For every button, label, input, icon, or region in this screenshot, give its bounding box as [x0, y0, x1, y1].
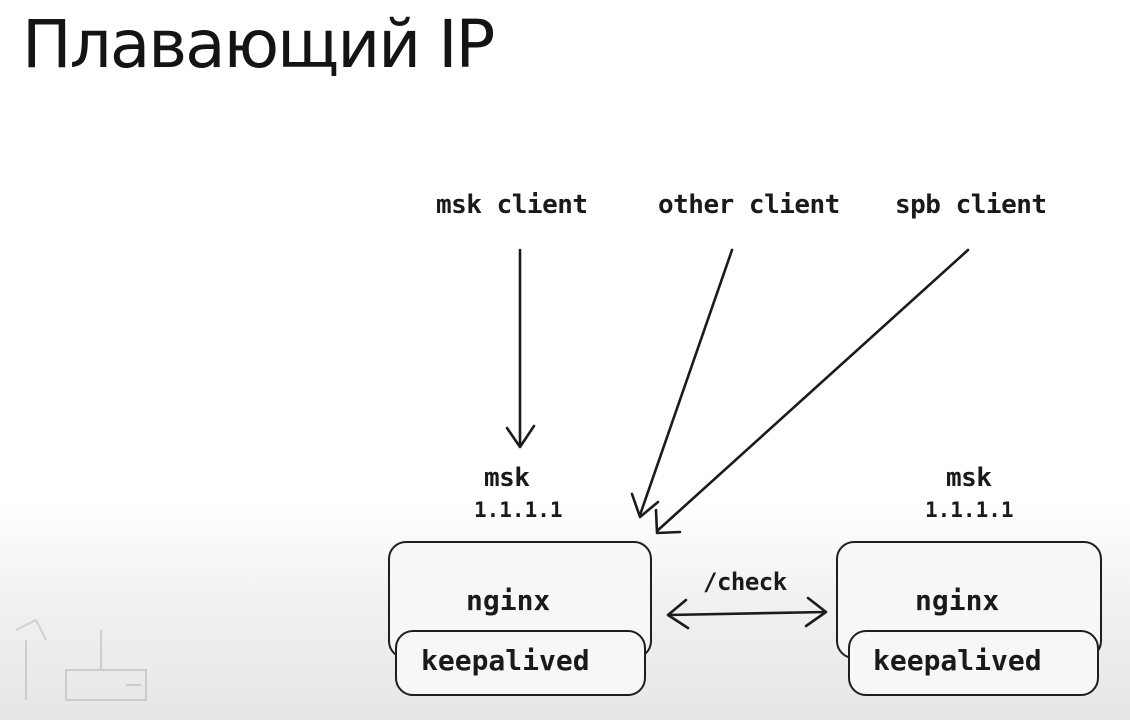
slide-title: Плавающий IP — [22, 6, 495, 83]
server-left-ip: 1.1.1.1 — [474, 498, 563, 522]
arrow-other-client — [630, 248, 734, 519]
check-link-label: /check — [703, 568, 787, 596]
client-label-other: other client — [658, 190, 840, 220]
watermark-logo-icon — [15, 618, 147, 701]
server-left-keepalived-label: keepalived — [421, 644, 590, 677]
server-right-dc: msk — [946, 463, 992, 493]
server-left-keepalived-box — [395, 630, 646, 696]
arrow-spb-client — [654, 248, 970, 535]
client-label-msk: msk client — [436, 190, 588, 220]
client-label-spb: spb client — [895, 190, 1047, 220]
server-left-nginx-label: nginx — [466, 584, 551, 617]
server-right-keepalived-box — [848, 630, 1099, 696]
server-right-keepalived-label: keepalived — [873, 644, 1042, 677]
arrow-msk-client — [505, 248, 536, 449]
server-left-dc: msk — [484, 463, 530, 493]
server-right-nginx-label: nginx — [915, 584, 1000, 617]
server-right-ip: 1.1.1.1 — [925, 498, 1014, 522]
arrow-check-link — [666, 596, 828, 630]
